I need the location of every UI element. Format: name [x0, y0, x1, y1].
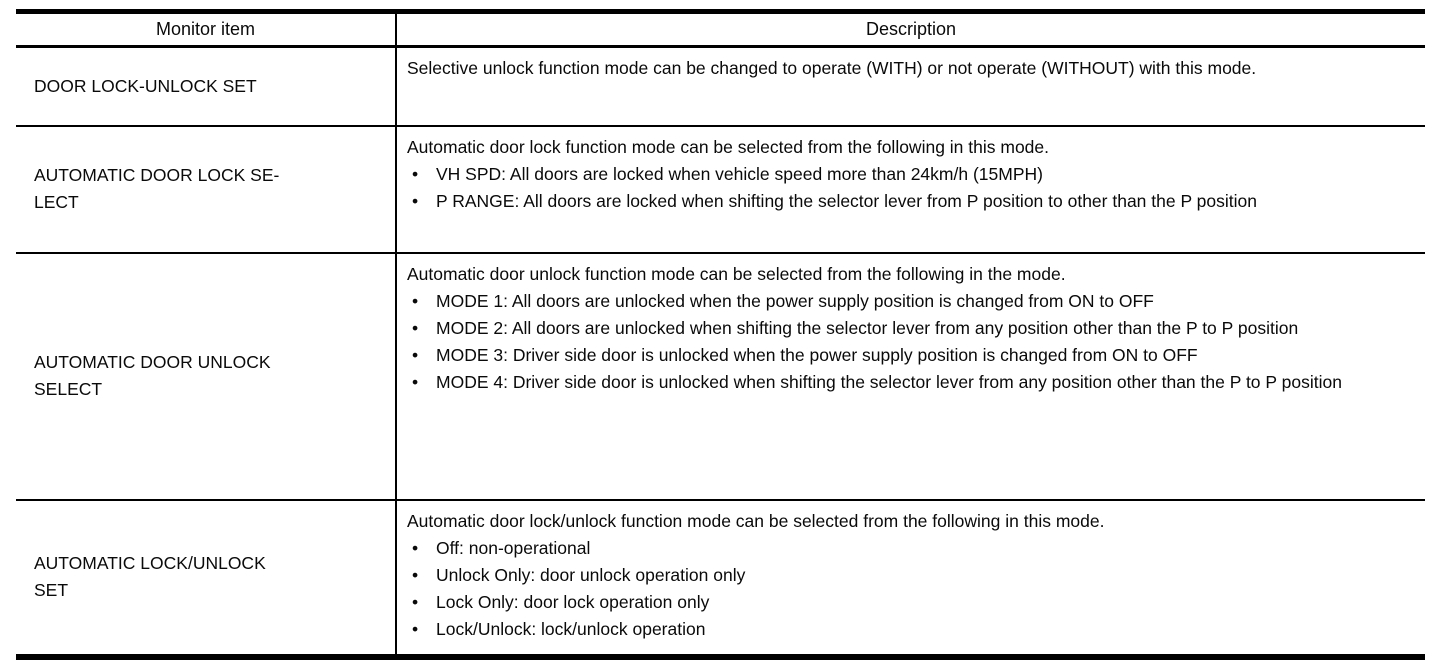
description-cell: Automatic door unlock function mode can …: [396, 252, 1425, 501]
table-row: AUTOMATIC LOCK/UNLOCK SET Automatic door…: [16, 499, 1425, 657]
description-cell: Automatic door lock function mode can be…: [396, 125, 1425, 254]
description-cell: Automatic door lock/unlock function mode…: [396, 500, 1425, 657]
description-intro: Automatic door unlock function mode can …: [407, 263, 1066, 284]
description-bullet: Lock/Unlock: lock/unlock operation: [407, 616, 1413, 643]
table-body: DOOR LOCK-UNLOCK SET Selective unlock fu…: [16, 46, 1425, 657]
description-bullet: MODE 2: All doors are unlocked when shif…: [407, 315, 1413, 342]
description-bullet-list: MODE 1: All doors are unlocked when the …: [407, 288, 1413, 396]
table-row: DOOR LOCK-UNLOCK SET Selective unlock fu…: [16, 46, 1425, 127]
description-intro: Automatic door lock/unlock function mode…: [407, 510, 1105, 531]
monitor-item-cell: DOOR LOCK-UNLOCK SET: [16, 46, 397, 127]
table-row: AUTOMATIC DOOR UNLOCK SELECT Automatic d…: [16, 252, 1425, 501]
table-header-row: Monitor item Description: [16, 11, 1425, 48]
description-bullet-list: Off: non-operationalUnlock Only: door un…: [407, 535, 1413, 643]
monitor-item-table: Monitor item Description DOOR LOCK-UNLOC…: [16, 9, 1425, 660]
table-row: AUTOMATIC DOOR LOCK SE- LECT Automatic d…: [16, 125, 1425, 254]
description-bullet: MODE 1: All doors are unlocked when the …: [407, 288, 1413, 315]
description-intro: Automatic door lock function mode can be…: [407, 136, 1050, 157]
description-bullet: MODE 4: Driver side door is unlocked whe…: [407, 369, 1413, 396]
description-bullet-list: VH SPD: All doors are locked when vehicl…: [407, 161, 1413, 215]
monitor-item-cell: AUTOMATIC LOCK/UNLOCK SET: [16, 499, 397, 657]
description-bullet: VH SPD: All doors are locked when vehicl…: [407, 161, 1413, 188]
description-bullet: Off: non-operational: [407, 535, 1413, 562]
description-bullet: Lock Only: door lock operation only: [407, 589, 1413, 616]
description-bullet: MODE 3: Driver side door is unlocked whe…: [407, 342, 1413, 369]
description-bullet: P RANGE: All doors are locked when shift…: [407, 188, 1413, 215]
column-header-description: Description: [396, 11, 1425, 48]
column-header-monitor-item: Monitor item: [16, 11, 397, 48]
monitor-item-cell: AUTOMATIC DOOR LOCK SE- LECT: [16, 125, 397, 254]
monitor-item-cell: AUTOMATIC DOOR UNLOCK SELECT: [16, 252, 397, 501]
description-cell: Selective unlock function mode can be ch…: [396, 46, 1425, 127]
description-bullet: Unlock Only: door unlock operation only: [407, 562, 1413, 589]
description-intro: Selective unlock function mode can be ch…: [407, 58, 1257, 78]
